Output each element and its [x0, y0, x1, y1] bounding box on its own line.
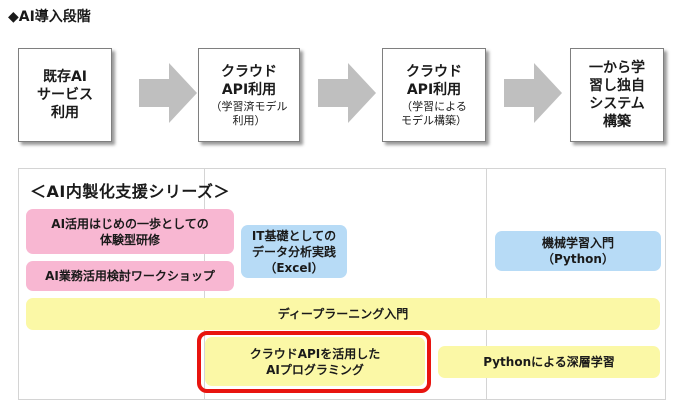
stage-sub-label: （学習済モデル 利用） — [210, 99, 288, 127]
stage-main-label: クラウド API利用 — [406, 63, 462, 98]
right-arrow-icon — [318, 63, 376, 123]
stage-main-label: 一から学 習し独自 システム 構築 — [589, 60, 645, 130]
course-deep-learning-intro: ディープラーニング入門 — [26, 298, 660, 330]
stage-box-cloud-api-pretrained: クラウド API利用 （学習済モデル 利用） — [198, 48, 300, 142]
section-title: ◆AI導入段階 — [8, 9, 91, 25]
right-arrow-icon — [139, 63, 197, 123]
stage-sub-label: （学習による モデル構築） — [401, 99, 467, 127]
stage-box-original-system: 一から学 習し独自 システム 構築 — [570, 48, 664, 142]
stage-box-cloud-api-training: クラウド API利用 （学習による モデル構築） — [382, 48, 486, 142]
course-taiken-kenshu: AI活用はじめの一歩としての 体験型研修 — [26, 209, 234, 254]
highlight-frame — [197, 331, 431, 393]
course-python-deep-learning: Pythonによる深層学習 — [438, 346, 660, 378]
course-cloud-api-programming: クラウドAPIを活用した AIプログラミング — [205, 337, 425, 386]
series-title: ＜AI内製化支援シリーズ＞ — [30, 182, 231, 201]
stage-main-label: 既存AI サービス 利用 — [37, 69, 93, 121]
column-divider — [486, 168, 487, 400]
right-arrow-icon — [504, 63, 562, 123]
stage-main-label: クラウド API利用 — [221, 63, 277, 98]
course-workshop: AI業務活用検討ワークショップ — [26, 261, 234, 291]
course-machine-learning-python: 機械学習入門 （Python） — [495, 231, 661, 271]
series-panel — [18, 168, 666, 400]
stage-box-existing-ai: 既存AI サービス 利用 — [18, 48, 112, 142]
course-it-kiso-excel: IT基礎としての データ分析実践 （Excel） — [241, 225, 347, 278]
